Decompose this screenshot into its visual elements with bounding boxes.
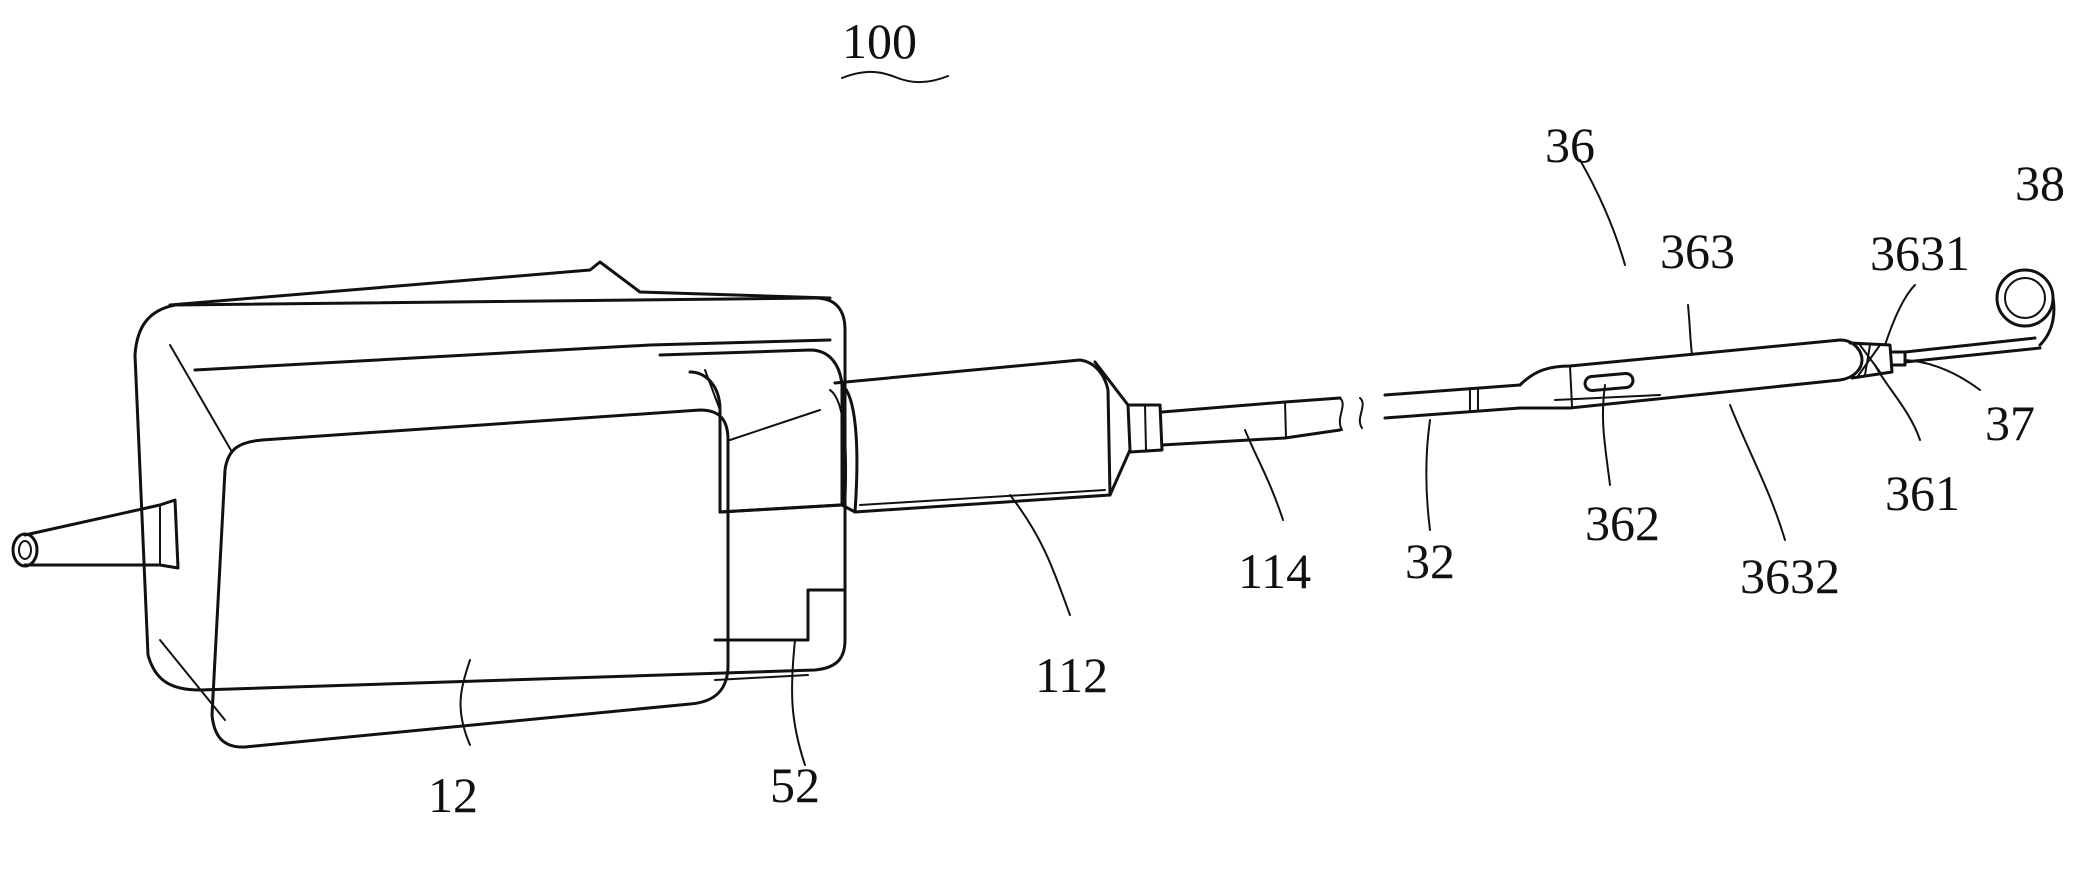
sleeve <box>1518 338 1907 410</box>
label-sleeve-tip: 361 <box>1885 465 1960 521</box>
label-sleeve-main-section: 3632 <box>1740 548 1840 604</box>
label-hub: 112 <box>1035 647 1108 703</box>
label-coil: 38 <box>2015 155 2065 211</box>
leader-lines <box>459 159 1981 766</box>
collar <box>658 348 844 514</box>
label-reference-numeral: 100 <box>842 13 917 69</box>
label-wire-joint: 37 <box>1985 395 2035 451</box>
reference-underline <box>841 70 949 84</box>
label-sleeve-window: 362 <box>1585 495 1660 551</box>
label-tube-shaft: 114 <box>1238 543 1311 599</box>
coil <box>1903 268 2056 364</box>
label-sleeve-tip-section: 3631 <box>1870 225 1970 281</box>
label-sleeve-body: 363 <box>1660 223 1735 279</box>
label-collar: 52 <box>770 757 820 813</box>
tube-shaft <box>1160 396 1364 447</box>
label-inner-shaft: 32 <box>1405 533 1455 589</box>
housing <box>11 260 847 749</box>
label-sleeve: 36 <box>1545 117 1595 173</box>
sleeve-window <box>1583 372 1635 392</box>
label-housing: 12 <box>428 767 478 823</box>
inner-shaft <box>1383 383 1522 420</box>
hub <box>829 358 1164 514</box>
